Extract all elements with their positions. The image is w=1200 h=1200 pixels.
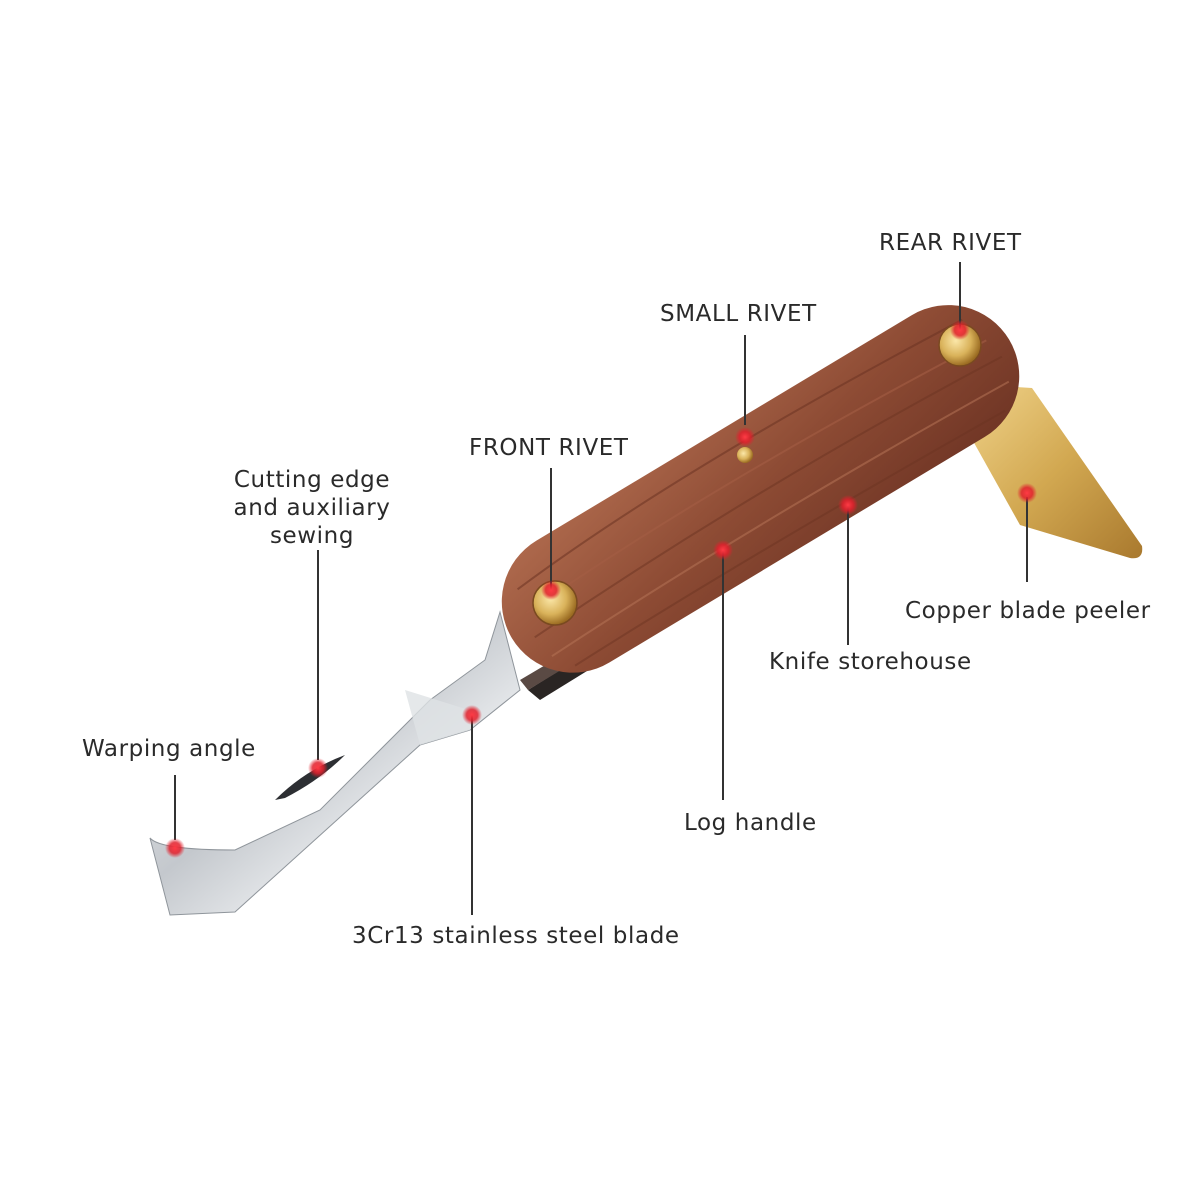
label-log-handle: Log handle <box>684 810 817 836</box>
copper-peeler <box>968 385 1143 559</box>
marker-warping-angle <box>165 838 185 858</box>
marker-cutting-edge <box>308 758 328 778</box>
label-cutting-edge-line-1: Cutting edge <box>233 467 391 493</box>
label-copper-blade-peeler: Copper blade peeler <box>905 598 1151 624</box>
wood-handle <box>501 305 1020 673</box>
label-knife-storehouse: Knife storehouse <box>769 649 972 675</box>
marker-small-rivet <box>735 427 755 447</box>
marker-front-rivet <box>541 580 561 600</box>
small-rivet <box>737 447 753 463</box>
leader-lines <box>174 262 1028 915</box>
marker-dots <box>165 320 1037 858</box>
label-blade: 3Cr13 stainless steel blade <box>352 923 680 949</box>
blade-slot <box>275 755 345 800</box>
marker-log-handle <box>713 540 733 560</box>
marker-knife-storehouse <box>838 495 858 515</box>
marker-copper-peeler <box>1017 483 1037 503</box>
label-cutting-edge-line-2: and auxiliary <box>233 495 391 521</box>
label-rear-rivet: REAR RIVET <box>879 230 1022 256</box>
label-cutting-edge-line-3: sewing <box>269 523 355 549</box>
label-warping-angle: Warping angle <box>82 736 256 762</box>
label-cutting-edge: Cutting edge and auxiliary sewing <box>222 466 402 550</box>
marker-blade <box>462 705 482 725</box>
label-front-rivet: FRONT RIVET <box>469 435 629 461</box>
marker-rear-rivet <box>950 320 970 340</box>
label-small-rivet: SMALL RIVET <box>660 301 817 327</box>
